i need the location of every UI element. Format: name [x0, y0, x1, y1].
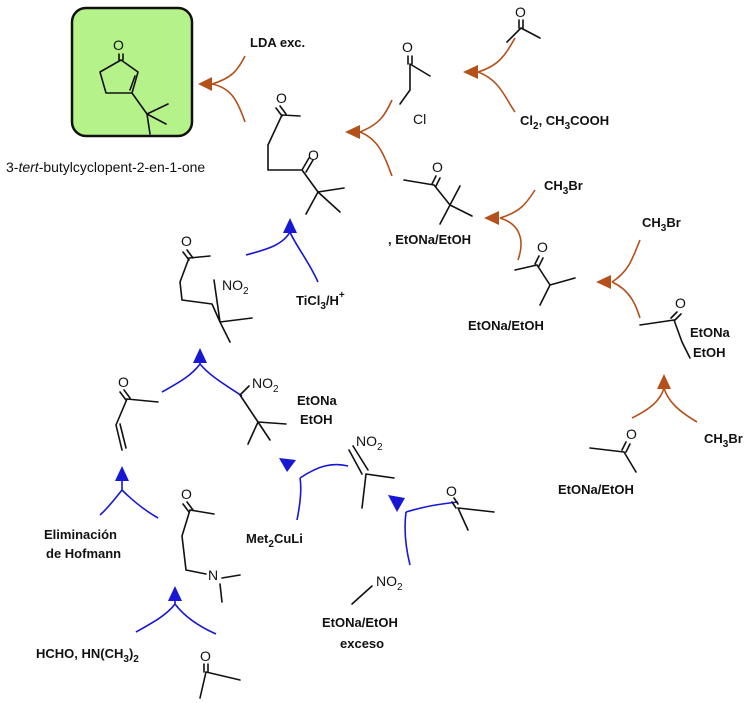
- arrow-alkylation-head: [345, 125, 360, 139]
- reagent-etona-left-1: EtONa: [297, 393, 338, 408]
- diketone: O O: [267, 90, 345, 215]
- target-oxygen-label: O: [113, 37, 124, 53]
- arrow-henry-head: [388, 495, 405, 512]
- reagent-etoh-right-2: EtOH: [693, 345, 726, 360]
- arrow-cuprate: [296, 463, 349, 521]
- reagent-lda: LDA exc.: [250, 35, 305, 50]
- arrow-nef-head: [283, 218, 297, 233]
- arrow-michael: [161, 360, 243, 397]
- mannich-oxygen: O: [181, 486, 192, 502]
- target-name: 3-tert-butylcyclopent-2-en-1-one: [6, 159, 205, 175]
- nitromethane-bond: [351, 585, 373, 605]
- pinacolone-bonds: [403, 175, 473, 225]
- reagent-met2culi: Met2CuLi: [246, 531, 303, 550]
- nitroalkane-no2: NO2: [252, 375, 279, 395]
- reagent-etoh-left-2: EtOH: [300, 412, 333, 427]
- nitroalkene-bonds: [348, 445, 395, 509]
- chloroacetone-cl: Cl: [413, 111, 426, 127]
- arrow-alkylation: [359, 99, 393, 177]
- butanone-bonds: [639, 311, 691, 359]
- arrow-methylation-1-head: [484, 211, 499, 225]
- arrow-michael-head: [193, 348, 207, 363]
- mannich-bonds: [181, 501, 241, 603]
- arrow-methylation-3-head: [657, 374, 671, 389]
- reagent-etona-bottom: EtONa/EtOH: [558, 482, 634, 497]
- acetone-top-oxygen: O: [515, 4, 526, 20]
- diketone-bonds: [267, 105, 345, 215]
- reagent-ticl3: TiCl3/H+: [296, 290, 345, 312]
- methylbutanone-bonds: [514, 255, 576, 306]
- reagent-nitro-exceso: exceso: [340, 636, 384, 651]
- diketone-oxygen-2: O: [308, 147, 319, 163]
- arrow-hofmann-head: [115, 466, 129, 481]
- chloroacetone-bonds: [399, 55, 431, 105]
- brown-route: LDA exc. O Cl O Cl2, CH3COOH O CH3Br , E…: [198, 4, 743, 497]
- acetone-right-bonds: [589, 441, 637, 473]
- chloroacetone-oxygen: O: [402, 39, 413, 55]
- arrow-hofmann: [99, 480, 159, 519]
- reagent-etona-right-1: EtONa: [690, 325, 731, 340]
- butanone-oxygen: O: [675, 295, 686, 311]
- acetone-henry-oxygen: O: [446, 483, 457, 499]
- acetone-henry-bonds: [451, 497, 495, 531]
- nitromethane-no2: NO2: [376, 573, 403, 593]
- mvk-oxygen: O: [118, 374, 129, 390]
- arrow-nef: [245, 228, 319, 283]
- nitroalkane-bonds: [239, 385, 287, 445]
- arrow-lda: [211, 55, 246, 123]
- arrow-mannich: [135, 598, 217, 635]
- reagent-hofmann-1: Eliminación: [44, 527, 117, 542]
- arrow-chlorination: [477, 37, 516, 113]
- nitroketone-bonds: [179, 249, 253, 343]
- arrow-methylation-1: [499, 189, 536, 261]
- reagent-ch3br-1: CH3Br: [544, 178, 583, 197]
- nitroalkene-no2: NO2: [356, 433, 383, 453]
- arrow-cuprate-head: [279, 458, 296, 472]
- acetone-top-bonds: [506, 19, 541, 43]
- diketone-oxygen-1: O: [276, 90, 287, 106]
- reagent-nitro-etona: EtONa/EtOH: [322, 615, 398, 630]
- reagent-ch3br-3: CH3Br: [704, 431, 743, 450]
- reagent-ch3br-2: CH3Br: [642, 215, 681, 234]
- reagent-mannich: HCHO, HN(CH3)2: [36, 646, 139, 665]
- nitroketone-no2: NO2: [222, 277, 249, 297]
- target-molecule: O: [70, 6, 194, 138]
- arrow-methylation-2: [611, 239, 641, 319]
- acetone-bottom-oxygen: O: [200, 648, 211, 664]
- acetone-right-oxygen: O: [626, 426, 637, 442]
- target-ring-bonds: [99, 53, 169, 135]
- arrow-methylation-2-head: [596, 275, 611, 289]
- reagent-etona-mid: EtONa/EtOH: [468, 318, 544, 333]
- arrow-henry: [404, 501, 459, 566]
- reagent-cl2: Cl2, CH3COOH: [520, 113, 609, 132]
- pinacolone-oxygen: O: [432, 159, 443, 175]
- target-box: [70, 6, 194, 138]
- arrow-chlorination-head: [463, 65, 478, 79]
- nitroketone-oxygen: O: [181, 233, 192, 249]
- methylbutanone-oxygen: O: [537, 239, 548, 255]
- mvk-bonds: [115, 389, 159, 451]
- acetone-bottom-bonds: [199, 663, 241, 699]
- reagent-hofmann-2: de Hofmann: [46, 546, 121, 561]
- reagent-etona-comma: , EtONa/EtOH: [388, 232, 471, 247]
- blue-route: TiCl3/H+ O NO2 O NO2 EtONa EtOH Eliminac…: [36, 218, 495, 699]
- arrow-lda-head: [198, 77, 212, 91]
- arrow-mannich-head: [168, 586, 182, 601]
- mannich-nitrogen: N: [208, 567, 218, 583]
